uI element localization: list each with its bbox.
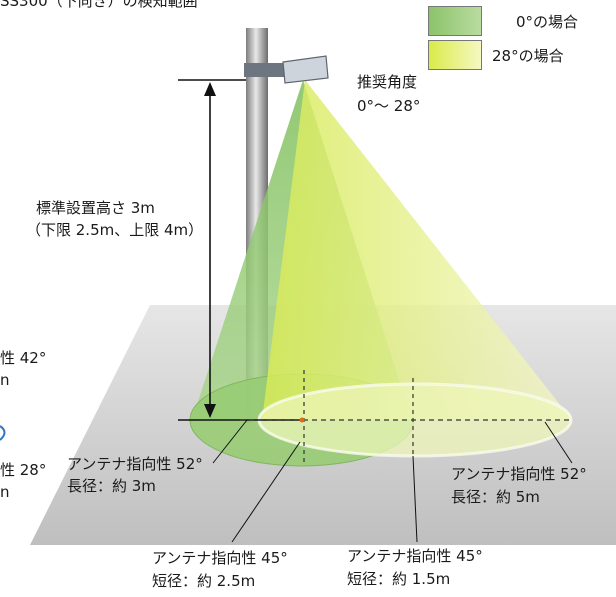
- leader-left-52: [212, 419, 248, 464]
- callout-45a-line1: アンテナ指向性 45°: [152, 549, 288, 567]
- callout-52-left-line1: アンテナ指向性 52°: [67, 455, 203, 473]
- arrow-down-icon: [204, 404, 216, 418]
- left-cut-label-a1: 性 42°: [0, 349, 47, 367]
- sensor-head-icon: [282, 55, 329, 84]
- callout-52-right-line2: 長径：約 5m: [451, 488, 540, 506]
- legend-item-0deg: 0°の場合: [428, 6, 578, 36]
- left-cut-label-b1: 性 28°: [0, 461, 47, 479]
- leader-right-52: [544, 421, 573, 464]
- center-point: [299, 417, 305, 423]
- legend-item-28deg: 28°の場合: [428, 40, 564, 70]
- left-cut-label-b2: n: [0, 483, 10, 501]
- left-cut-label-a2: n: [0, 371, 10, 389]
- callout-52-right-line1: アンテナ指向性 52°: [451, 465, 587, 483]
- cone-28deg: [262, 80, 572, 420]
- callout-45b-line2: 短径：約 1.5m: [347, 570, 451, 588]
- callout-45b-line1: アンテナ指向性 45°: [347, 547, 483, 565]
- recommended-angle-title: 推奨角度: [357, 73, 418, 91]
- legend-swatch-green: [428, 6, 482, 36]
- callout-52-left-line2: 長径：約 3m: [67, 477, 156, 495]
- legend-swatch-yellow: [428, 40, 482, 70]
- leader-bottom-45a: [231, 441, 301, 543]
- title-fragment: SS300（下向き）の検知範囲: [0, 0, 198, 10]
- left-arc-mark: [0, 425, 6, 441]
- callout-45a-line2: 短径：約 2.5m: [152, 572, 256, 590]
- height-label: 標準設置高さ 3m: [36, 199, 155, 217]
- height-range-label: （下限 2.5m、上限 4m）: [26, 221, 204, 239]
- legend-label-0deg: 0°の場合: [516, 12, 579, 31]
- leader-bottom-45b: [412, 455, 418, 543]
- arrow-up-icon: [204, 82, 216, 96]
- recommended-angle-range: 0°〜 28°: [357, 97, 421, 115]
- mount-arm: [244, 63, 286, 77]
- legend-label-28deg: 28°の場合: [492, 46, 564, 65]
